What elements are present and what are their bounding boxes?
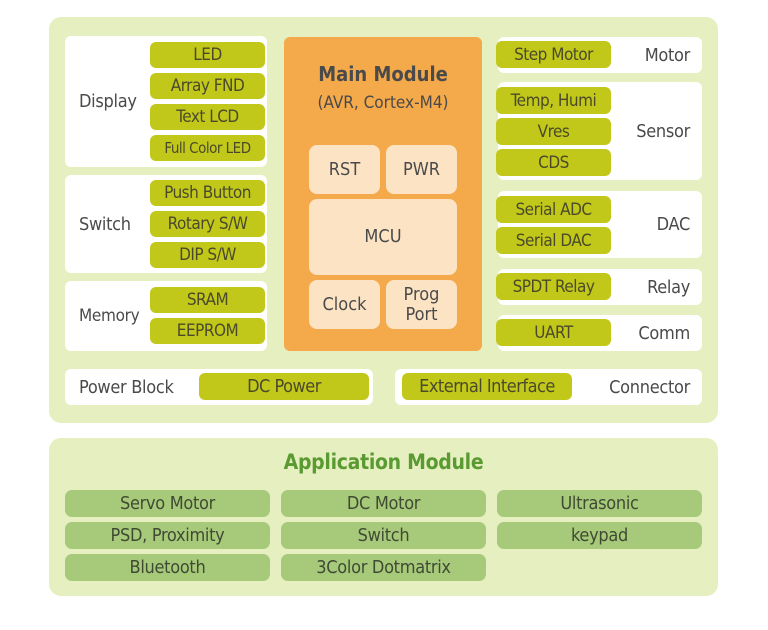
sensor-label: Sensor (636, 120, 690, 142)
memory-label: Memory (79, 306, 140, 326)
block-rst: RST (309, 145, 380, 194)
application-module-title: Application Module (283, 450, 484, 474)
app-chip-dc-motor: DC Motor (281, 490, 486, 517)
app-chip-psd-proximity: PSD, Proximity (65, 522, 270, 549)
display-label: Display (79, 91, 137, 112)
motor-label: Motor (644, 44, 691, 66)
app-chip-3color-dotmatrix: 3Color Dotmatrix (281, 554, 486, 581)
chip-serial-adc: Serial ADC (496, 196, 611, 223)
power-block-label: Power Block (79, 376, 174, 398)
app-chip-servo-motor: Servo Motor (65, 490, 270, 517)
chip-push-button: Push Button (150, 180, 265, 206)
app-chip-bluetooth: Bluetooth (65, 554, 270, 581)
chip-serial-dac: Serial DAC (496, 227, 611, 254)
switch-label: Switch (79, 213, 131, 235)
main-module-title: Main Module (318, 62, 448, 86)
relay-label: Relay (647, 276, 690, 298)
comm-label: Comm (638, 322, 690, 344)
chip-dip-sw: DIP S/W (150, 242, 265, 268)
chip-cds: CDS (496, 149, 611, 176)
chip-eeprom: EEPROM (150, 318, 265, 344)
block-pwr: PWR (386, 145, 457, 194)
dac-label: DAC (656, 214, 691, 235)
chip-external-interface: External Interface (402, 373, 572, 400)
chip-sram: SRAM (150, 287, 265, 313)
block-clock: Clock (309, 280, 380, 329)
chip-array-fnd: Array FND (150, 73, 265, 99)
main-module-subtitle: (AVR, Cortex-M4) (317, 93, 449, 113)
chip-uart: UART (496, 319, 611, 346)
chip-temp-humi: Temp, Humi (496, 87, 611, 114)
chip-text-lcd: Text LCD (150, 104, 265, 130)
prog-port-line2: Port (405, 303, 438, 325)
chip-step-motor: Step Motor (496, 41, 611, 68)
chip-led: LED (150, 42, 265, 68)
app-chip-keypad: keypad (497, 522, 702, 549)
connector-label: Connector (609, 376, 690, 398)
chip-full-color-led: Full Color LED (150, 135, 265, 161)
chip-dc-power: DC Power (199, 373, 369, 400)
app-chip-switch: Switch (281, 522, 486, 549)
block-prog-port: Prog Port (386, 280, 457, 329)
block-mcu: MCU (309, 199, 457, 275)
chip-spdt-relay: SPDT Relay (496, 273, 611, 300)
chip-vres: Vres (496, 118, 611, 145)
app-chip-ultrasonic: Ultrasonic (497, 490, 702, 517)
prog-port-line1: Prog (403, 283, 440, 305)
chip-rotary-sw: Rotary S/W (150, 211, 265, 237)
